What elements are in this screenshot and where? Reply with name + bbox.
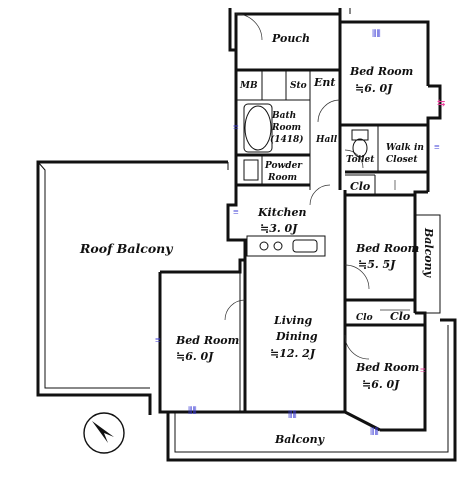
svg-text:≡: ≡ <box>434 142 440 153</box>
label-sto: Sto <box>290 81 307 91</box>
label-bed-top-size: ≒6. 0J <box>355 82 393 95</box>
label-kitchen-name: Kitchen <box>257 206 307 219</box>
label-mb: MB <box>239 81 258 91</box>
window-marker-icon: ⦀⦀ <box>372 29 381 40</box>
label-walkin2: Closet <box>386 155 418 165</box>
roof-balcony <box>36 160 229 415</box>
svg-text:⇆: ⇆ <box>437 98 445 109</box>
label-bath-name2: Room <box>271 123 301 133</box>
svg-text:≡: ≡ <box>233 207 239 218</box>
label-balcony-bottom: Balcony <box>274 433 326 446</box>
fixtures <box>243 103 410 311</box>
north-compass-icon <box>83 412 125 454</box>
window-markers: ⦀⦀ ⇆ ≡ ≡ ≡ ≡ ≡ ⦀⦀ ⦀⦀ ⦀⦀ <box>155 29 445 438</box>
door-swings <box>224 13 370 360</box>
label-toilet: Toilet <box>346 155 375 165</box>
label-bed-top-name: Bed Room <box>349 65 413 78</box>
label-powder1: Powder <box>264 161 303 171</box>
label-kitchen-size: ≒3. 0J <box>260 222 298 235</box>
kitchen-counter <box>246 235 326 257</box>
label-bath-size: (1418) <box>270 134 304 145</box>
label-bed-left-size: ≒6. 0J <box>176 350 214 363</box>
label-clo-mid2: Clo <box>390 310 410 323</box>
label-bed-mid-size: ≒5. 5J <box>358 258 396 271</box>
svg-text:≡: ≡ <box>155 335 161 346</box>
toilet-icon <box>351 129 369 141</box>
label-living-size: ≒12. 2J <box>270 347 316 360</box>
svg-text:≡: ≡ <box>233 122 239 133</box>
label-hall: Hall <box>315 135 338 145</box>
label-walkin1: Walk in <box>386 143 424 153</box>
svg-text:⦀⦀: ⦀⦀ <box>288 410 297 421</box>
svg-text:≡: ≡ <box>420 365 426 376</box>
sink-icon <box>243 159 259 181</box>
room-labels: Pouch MB Sto Ent Bed Room ≒6. 0J Bath Ro… <box>79 32 435 446</box>
label-bath-name: Bath <box>271 111 296 121</box>
label-roof-balcony: Roof Balcony <box>79 241 173 256</box>
svg-text:⦀⦀: ⦀⦀ <box>188 406 197 417</box>
svg-text:⦀⦀: ⦀⦀ <box>370 427 379 438</box>
label-ent: Ent <box>313 76 335 89</box>
label-bed-right-size: ≒6. 0J <box>362 378 400 391</box>
label-powder2: Room <box>267 173 297 183</box>
label-balcony-side: Balcony <box>422 227 435 279</box>
bathtub-icon <box>244 105 272 151</box>
interior-walls <box>160 22 428 432</box>
label-bed-right-name: Bed Room <box>355 361 419 374</box>
label-clo-top: Clo <box>350 180 370 193</box>
label-pouch: Pouch <box>271 32 310 45</box>
label-bed-mid-name: Bed Room <box>355 242 419 255</box>
label-living2: Dining <box>275 330 318 343</box>
label-clo-mid1: Clo <box>356 313 373 323</box>
label-living1: Living <box>273 314 312 327</box>
exterior-walls <box>158 8 457 462</box>
label-bed-left-name: Bed Room <box>175 334 239 347</box>
